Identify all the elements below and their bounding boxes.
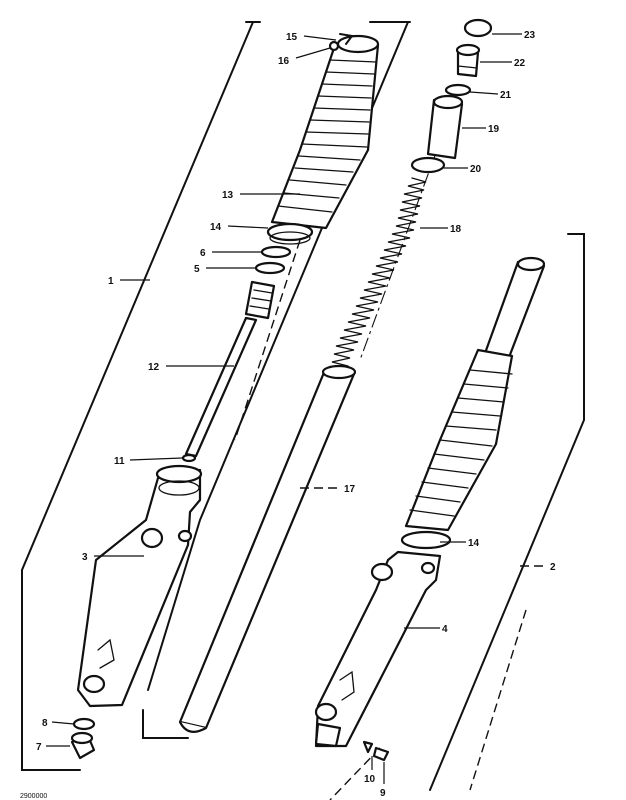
o-ring-21	[444, 83, 472, 97]
callout-21: 21	[500, 90, 512, 101]
spacer-washer-20	[410, 156, 446, 174]
callout-2: 2	[550, 562, 556, 573]
callout-11: 11	[114, 456, 125, 467]
callout-5: 5	[194, 264, 200, 275]
callout-7: 7	[36, 742, 42, 753]
bolt-9	[372, 746, 390, 762]
damper-head	[244, 280, 276, 320]
leader-11	[129, 457, 183, 461]
fork-spring-18	[331, 177, 427, 367]
washer-6	[260, 245, 292, 259]
leader-8	[51, 721, 75, 725]
corner-code: 2900000	[20, 793, 47, 800]
axis-right-bolt	[329, 747, 381, 800]
callout-4: 4	[442, 624, 448, 635]
inner-tube-17	[178, 364, 357, 733]
callout-18: 18	[450, 224, 462, 235]
callout-15: 15	[286, 32, 298, 43]
fork-slider-4	[314, 550, 442, 748]
washer-5	[254, 261, 286, 275]
leader-16	[295, 47, 331, 59]
fork-tube-right	[482, 256, 546, 362]
bracket-17-foot	[142, 709, 189, 739]
callout-14a: 14	[210, 222, 222, 233]
callout-19: 19	[488, 124, 500, 135]
cap-23	[463, 18, 493, 38]
damper-rod-12	[184, 316, 258, 458]
leader-21	[469, 91, 499, 95]
callout-17: 17	[344, 484, 356, 495]
ring-14-lower	[400, 530, 452, 550]
leader-14a	[227, 225, 269, 229]
callout-8: 8	[42, 718, 48, 729]
fork-slider-3	[76, 464, 203, 708]
axis-17	[234, 239, 301, 441]
callout-1: 1	[108, 276, 114, 287]
callout-22: 22	[514, 58, 526, 69]
callout-13: 13	[222, 190, 234, 201]
spacer-19	[426, 94, 464, 160]
callout-16: 16	[278, 56, 290, 67]
ring-14-upper	[266, 222, 314, 245]
bracket-2	[429, 233, 585, 791]
callout-3: 3	[82, 552, 88, 563]
callout-6: 6	[200, 248, 206, 259]
drain-bolt-7	[70, 731, 96, 760]
seat-11	[181, 453, 197, 463]
axis-right-fork	[469, 609, 527, 791]
bracket-1	[21, 21, 261, 771]
dust-boot-13	[270, 34, 380, 230]
callout-12: 12	[148, 362, 160, 373]
bolt-10	[362, 740, 374, 754]
callout-10: 10	[364, 774, 376, 785]
callout-23: 23	[524, 30, 536, 41]
callout-14b: 14	[468, 538, 480, 549]
dust-boot-right	[404, 348, 514, 532]
washer-8	[72, 717, 96, 731]
callout-20: 20	[470, 164, 482, 175]
clamp-15	[328, 33, 354, 52]
callout-9: 9	[380, 788, 386, 799]
leader-15	[303, 35, 337, 41]
cap-plug-22	[455, 43, 481, 78]
